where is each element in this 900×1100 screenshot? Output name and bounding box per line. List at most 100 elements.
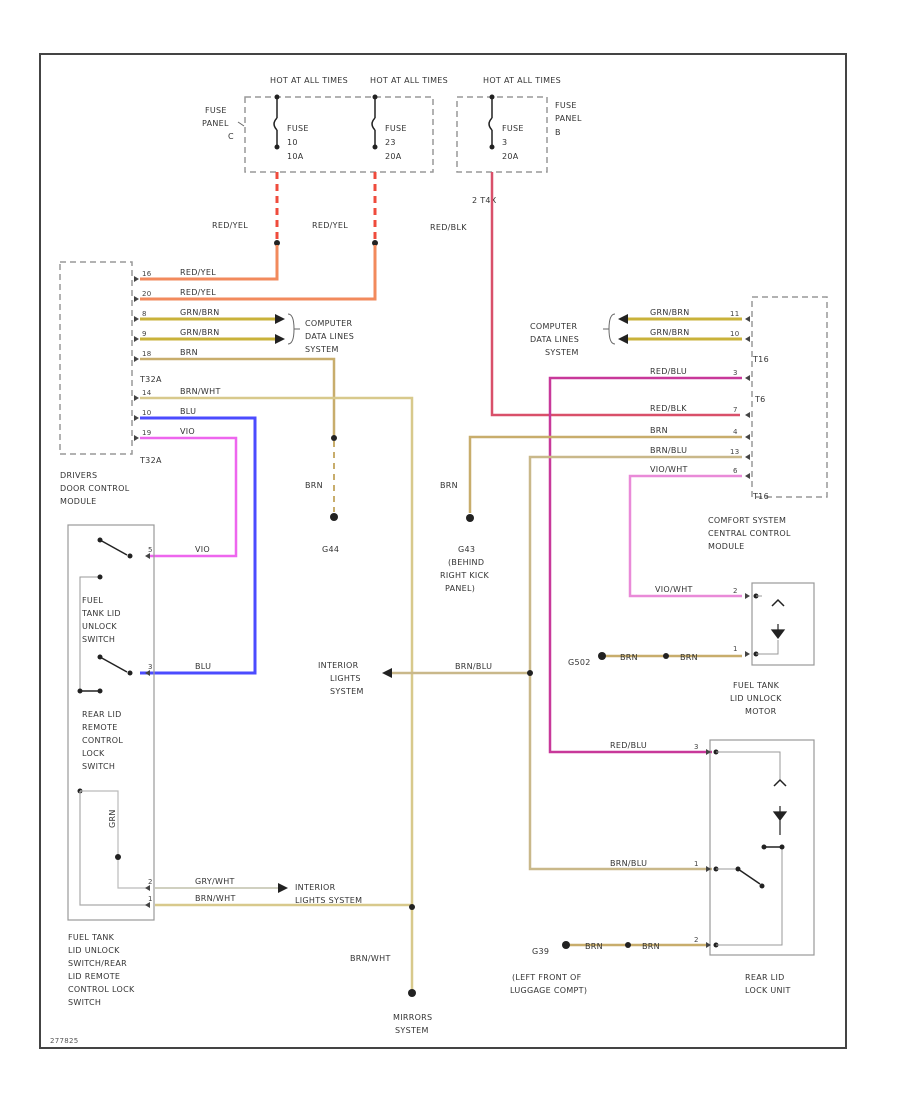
pin-l3: 2 (694, 936, 699, 944)
pin-arrow (745, 316, 750, 322)
fuel-tank-motor-1: FUEL TANK (733, 681, 780, 690)
rear-lid-lock-unit: 3 1 2 REAR LID LOCK UNIT RED/BLU BRN/BLU… (510, 739, 815, 995)
pin-l1: 3 (694, 743, 699, 751)
wire-c-redblu1 (548, 376, 742, 754)
fuse-panel-c-label-1: FUSE (205, 106, 227, 115)
diagram-frame (39, 53, 847, 1049)
rear-lid-lock-1: REAR LID (745, 973, 785, 982)
fuse-10-label-1: FUSE (287, 124, 309, 133)
lock-pin-arrow-1 (706, 749, 711, 755)
fuel-tank-switch-4: SWITCH (82, 635, 115, 644)
fuse-3-label-2: 3 (502, 138, 507, 147)
g44-ground-point (330, 513, 338, 521)
g43-label-2: (BEHIND (448, 558, 484, 567)
fuse-3-bottom-terminal (489, 144, 495, 150)
comp-data-right-bracket (603, 313, 616, 345)
comp-data-left-1: COMPUTER (305, 319, 353, 328)
fuse-3-label-3: 20A (502, 152, 519, 161)
comfort-system-module: T16 T6 T16 COMFORT SYSTEM CENTRAL CONTRO… (468, 296, 828, 871)
wire-c-redblu1-label: RED/BLU (650, 367, 687, 376)
pin-c5: 4 (733, 428, 738, 436)
lock-internal-wires (716, 751, 783, 946)
pin-arrow (134, 296, 139, 302)
g44-label: G44 (322, 545, 339, 554)
wire-fuse23-splice (372, 240, 378, 246)
comfort-module-label-1: COMFORT SYSTEM (708, 516, 786, 525)
fuse-panel-c: HOT AT ALL TIMES HOT AT ALL TIMES FUSE P… (202, 76, 448, 173)
wire-c-grnbrn2-label: GRN/BRN (650, 328, 690, 337)
lock-pin-arrow-3 (706, 942, 711, 948)
rear-lid-switch-2: REMOTE (82, 723, 118, 732)
ground-g43: BRN G43 (BEHIND RIGHT KICK PANEL) (440, 481, 489, 593)
fuse-panel-c-label-3: C (228, 132, 234, 141)
switch-4-pin-arrow-b (145, 902, 150, 908)
g43-label-3: RIGHT KICK (440, 571, 489, 580)
g39-splice (625, 942, 631, 948)
wire-redblk (490, 172, 740, 417)
wire-m-grnbrn2-arrow (275, 334, 285, 344)
wire-brnwht2-label: BRN/WHT (195, 894, 236, 903)
comfort-module-pins (745, 316, 750, 479)
switch-4-node (115, 854, 121, 860)
lock-switch-blade (737, 868, 761, 885)
wire-fuse10-splice (274, 240, 280, 246)
mirrors-label-1: MIRRORS (393, 1013, 432, 1022)
lock-switch-pivot (735, 866, 741, 872)
wire-vio-sw-label: VIO (195, 545, 210, 554)
wire-m-blu (140, 416, 257, 675)
g39-loc-1: (LEFT FRONT OF (512, 973, 582, 982)
wire-brn-g502-b-label: BRN (680, 653, 698, 662)
wire-brn-g39-b-label: BRN (642, 942, 660, 951)
pin-arrow (134, 276, 139, 282)
feed-wires: RED/YEL RED/YEL RED/BLK (140, 172, 740, 417)
fuse-10-wave (273, 117, 278, 131)
g43-label-1: G43 (458, 545, 475, 554)
wire-c-redblk-label: RED/BLK (650, 404, 687, 413)
switch-2-pin-arrow (145, 670, 150, 676)
wire-redyel-a-label: RED/YEL (212, 221, 248, 230)
wire-violwht-motor-label: VIO/WHT (655, 585, 693, 594)
motor-internal (756, 595, 779, 655)
interior-lights-splice (527, 670, 533, 676)
wire-m-brnwht-label: BRN/WHT (180, 387, 221, 396)
rear-lid-switch-4: LOCK (82, 749, 105, 758)
rear-lid-switch-3: CONTROL (82, 736, 123, 745)
pin-m2: 20 (142, 290, 152, 298)
wire-m-brnwht (140, 396, 414, 992)
pin-arrow (745, 434, 750, 440)
fuse-23-bottom-terminal (372, 144, 378, 150)
fuse-panel-b: HOT AT ALL TIMES FUSE PANEL B FUSE 3 20A… (456, 76, 582, 205)
wire-redyel-a (140, 245, 279, 281)
switch-1-blade (99, 539, 128, 556)
interior-lights-2-line-2: LIGHTS SYSTEM (295, 896, 362, 905)
g39-label: G39 (532, 947, 549, 956)
pin-m3: 8 (142, 310, 147, 318)
g43-wire-label: BRN (440, 481, 458, 490)
pin-mo2: 1 (733, 645, 738, 653)
fuel-tank-combo-2: LID UNLOCK (68, 946, 120, 955)
wire-m-redyel2-label: RED/YEL (180, 288, 216, 297)
switch-1-terminal (127, 553, 133, 559)
g44-splice (331, 435, 337, 441)
wire-redblu2-label: RED/BLU (610, 741, 647, 750)
comfort-module-box (751, 296, 828, 498)
motor-box (751, 582, 815, 666)
connector-t6: T6 (754, 395, 766, 404)
connector-t16-1: T16 (752, 355, 769, 364)
interior-lights-2: LIGHTS (330, 674, 361, 683)
comp-data-right-3: SYSTEM (545, 348, 579, 357)
rear-lid-switch-1: REAR LID (82, 710, 122, 719)
pin-arrow (134, 336, 139, 342)
fuse-10-label-3: 10A (287, 152, 304, 161)
hot-at-all-times-1: HOT AT ALL TIMES (270, 76, 348, 85)
wire-redblk-label: RED/BLK (430, 223, 467, 232)
wire-grywht-arrow (278, 883, 288, 893)
lock-unit-box (709, 739, 815, 956)
wire-brn-g502-a-label: BRN (620, 653, 638, 662)
fuse-panel-c-box (244, 96, 434, 173)
comfort-module-label-2: CENTRAL CONTROL (708, 529, 791, 538)
pin-arrow (745, 375, 750, 381)
interior-lights-1: INTERIOR (318, 661, 359, 670)
fuel-tank-combo-1: FUEL TANK (68, 933, 115, 942)
rear-lid-lock-2: LOCK UNIT (745, 986, 791, 995)
